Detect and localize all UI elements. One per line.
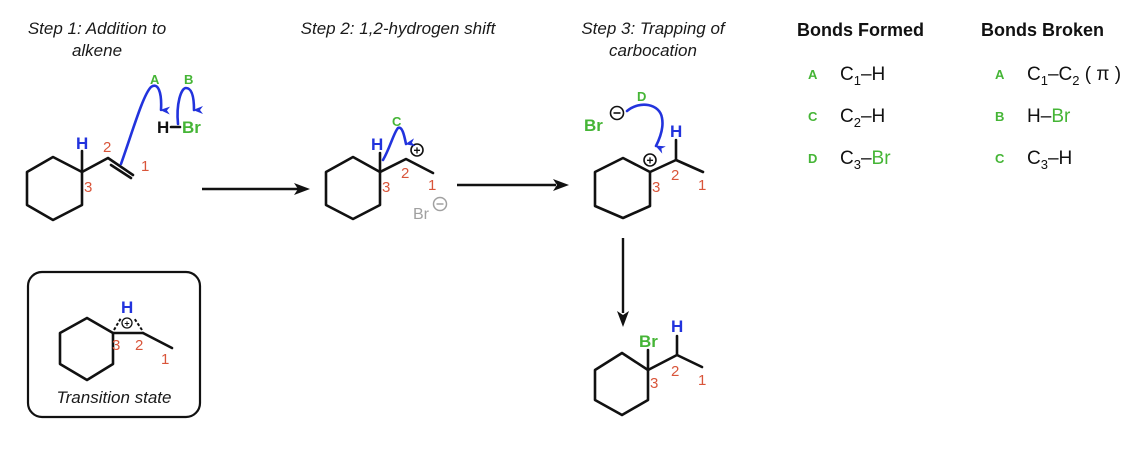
svg-text:C3–Br: C3–Br <box>840 148 891 172</box>
h-atom: H <box>121 298 133 317</box>
bonds-broken-row: C C3–H <box>995 148 1072 172</box>
curly-arrow-d: D <box>625 89 666 154</box>
h-atom: H <box>76 134 88 153</box>
bonds-formed-title: Bonds Formed <box>797 20 924 40</box>
carbon-number-2: 2 <box>135 337 143 354</box>
bonds-formed-row: D C3–Br <box>808 148 891 172</box>
step-2-title: Step 2: 1,2-hydrogen shift <box>301 19 497 38</box>
hbr-h-atom: H <box>157 118 169 137</box>
carbon-number-2: 2 <box>671 167 679 184</box>
carbon-number-1: 1 <box>161 351 169 368</box>
negative-charge-icon <box>609 105 625 121</box>
reaction-arrow-3 <box>617 238 629 327</box>
bonds-formed-row: A C1–H <box>808 64 885 88</box>
carbon-number-2: 2 <box>103 139 111 156</box>
hbr-br-atom: Br <box>182 118 201 137</box>
bromide-counterion: Br <box>413 206 430 223</box>
carbon-number-1: 1 <box>428 177 436 194</box>
carbon-number-1: 1 <box>698 372 706 389</box>
svg-text:C1–C2 ( π ): C1–C2 ( π ) <box>1027 64 1121 88</box>
carbon-number-3: 3 <box>382 179 390 196</box>
bonds-formed-table: Bonds Formed A C1–H C C2–H D C3–Br <box>797 20 924 172</box>
reaction-arrow-1 <box>202 183 310 195</box>
h-atom: H <box>371 135 383 154</box>
svg-text:+: + <box>413 144 420 158</box>
carbon-number-2: 2 <box>401 165 409 182</box>
alkene-chain <box>80 156 135 177</box>
carbon-number-3: 3 <box>112 337 120 354</box>
bonds-broken-row: B H–Br <box>995 106 1071 127</box>
svg-text:+: + <box>124 319 129 329</box>
arrow-label-c: C <box>392 114 402 129</box>
svg-text:+: + <box>646 154 653 168</box>
h-atom: H <box>671 317 683 336</box>
svg-text:Step 3: Trapping of: Step 3: Trapping of <box>581 19 727 38</box>
hbr-reagent: H Br <box>157 118 201 137</box>
step-2-carbocation: H + 2 1 3 Br <box>324 135 448 223</box>
curly-arrow-c: C <box>381 114 416 162</box>
transition-state-caption: Transition state <box>57 388 172 407</box>
svg-text:C1–H: C1–H <box>840 64 885 88</box>
carbon-number-1: 1 <box>141 158 149 175</box>
h-atom: H <box>670 122 682 141</box>
svg-text:C2–H: C2–H <box>840 106 885 130</box>
svg-text:A: A <box>808 67 818 82</box>
carbon-number-3: 3 <box>650 375 658 392</box>
bonds-broken-row: A C1–C2 ( π ) <box>995 64 1121 88</box>
carbon-number-2: 2 <box>671 363 679 380</box>
bonds-formed-row: C C2–H <box>808 106 885 130</box>
svg-text:C: C <box>995 151 1005 166</box>
svg-text:Step 2: 1,2-hydrogen shift: Step 2: 1,2-hydrogen shift <box>301 19 497 38</box>
step-3-carbocation: H + 2 1 3 Br <box>584 105 706 220</box>
cyclohexane-ring <box>324 155 382 221</box>
svg-text:carbocation: carbocation <box>609 41 697 60</box>
svg-text:C: C <box>808 109 818 124</box>
step-1-title: Step 1: Addition to alkene <box>28 19 166 60</box>
svg-text:Step 1: Addition to: Step 1: Addition to <box>28 19 166 38</box>
arrow-label-b: B <box>184 72 193 87</box>
svg-text:H–Br: H–Br <box>1027 106 1071 127</box>
cyclohexane-ring <box>593 351 650 417</box>
carbon-number-3: 3 <box>652 179 660 196</box>
cyclohexane-ring <box>593 156 652 220</box>
svg-text:C3–H: C3–H <box>1027 148 1072 172</box>
bonds-broken-table: Bonds Broken A C1–C2 ( π ) B H–Br C C3–H <box>981 20 1121 172</box>
partial-bond-c3-h <box>113 317 122 331</box>
product-alkyl-bromide: Br H 2 1 3 <box>593 317 706 417</box>
step-1-alkene-molecule: H 2 1 3 <box>25 134 149 222</box>
negative-charge-icon <box>432 196 448 212</box>
br-atom: Br <box>639 332 658 351</box>
pi-bond <box>109 163 133 180</box>
curly-arrow-b: B <box>176 72 204 126</box>
alkyl-chain <box>378 157 435 175</box>
svg-text:B: B <box>995 109 1004 124</box>
curly-arrow-a: A <box>119 72 171 166</box>
positive-charge-icon <box>643 153 657 167</box>
positive-charge-icon <box>121 317 133 329</box>
svg-text:alkene: alkene <box>72 41 122 60</box>
c2-c1-bond <box>141 331 174 350</box>
transition-state-box: H + 3 2 1 Transition state <box>26 270 202 419</box>
bonds-broken-title: Bonds Broken <box>981 20 1104 40</box>
carbon-number-1: 1 <box>698 177 706 194</box>
svg-text:D: D <box>808 151 817 166</box>
svg-text:A: A <box>995 67 1005 82</box>
arrow-label-d: D <box>637 89 646 104</box>
positive-charge-icon <box>410 143 424 157</box>
arrow-label-a: A <box>150 72 160 87</box>
reaction-arrow-2 <box>457 179 569 191</box>
cyclohexane-ring <box>25 155 84 222</box>
bromide-nucleophile: Br <box>584 116 603 135</box>
carbon-number-3: 3 <box>84 179 92 196</box>
step-3-title: Step 3: Trapping of carbocation <box>581 19 727 60</box>
partial-bond-c2-h <box>133 317 143 331</box>
cyclohexane-ring <box>58 316 115 382</box>
